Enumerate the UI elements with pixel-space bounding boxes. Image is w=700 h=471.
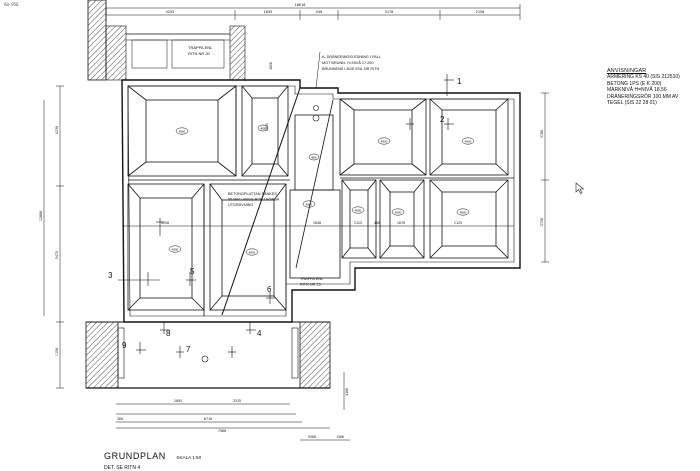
- svg-text:3315: 3315: [233, 399, 241, 403]
- svg-text:4: 4: [257, 329, 262, 338]
- svg-text:4800: 4800: [260, 127, 266, 131]
- pad-tag: 4800: [308, 153, 320, 161]
- pad-tag: 4800: [391, 208, 405, 216]
- title-block: GRUNDPLAN SKALA 1:50 DET. SE RITN 4: [104, 446, 201, 471]
- svg-text:1100: 1100: [345, 388, 349, 396]
- mouse-cursor-icon: [575, 182, 585, 194]
- svg-text:3: 3: [108, 271, 113, 280]
- svg-text:6710: 6710: [204, 417, 212, 421]
- svg-text:540: 540: [316, 10, 323, 14]
- svg-text:3250: 3250: [161, 221, 169, 225]
- drawing-title: GRUNDPLAN: [104, 451, 166, 461]
- svg-text:4800: 4800: [179, 130, 186, 134]
- svg-text:4800: 4800: [395, 211, 402, 215]
- svg-text:300: 300: [117, 417, 123, 421]
- hatched-wall-bottom-left: [85, 321, 125, 389]
- svg-text:16610: 16610: [295, 3, 306, 7]
- svg-text:1500: 1500: [336, 435, 344, 439]
- pad-tag: 4800: [461, 137, 475, 145]
- svg-text:2055: 2055: [174, 399, 182, 403]
- svg-text:1670: 1670: [397, 221, 405, 225]
- note-line: BETONG 1PS (E K 200): [607, 80, 662, 87]
- svg-text:2: 2: [440, 115, 445, 124]
- pad-tag: 4800: [351, 206, 365, 214]
- drawing-code: A0-956: [4, 2, 19, 7]
- callout-stair-upper: TRAPPA ENL RITN NR 20: [188, 45, 213, 56]
- svg-text:4800: 4800: [465, 140, 472, 144]
- svg-text:4800: 4800: [311, 156, 317, 160]
- svg-text:4800: 4800: [306, 203, 313, 207]
- note-line: ARMERING KS 40 (SIS 212510): [607, 74, 680, 81]
- svg-text:1020: 1020: [269, 62, 273, 70]
- section-marker-labels: 1 2 3 4 5 6 7 8 9: [108, 77, 462, 354]
- svg-text:2750: 2750: [540, 218, 544, 226]
- svg-text:1655: 1655: [264, 10, 273, 14]
- svg-text:8: 8: [166, 329, 171, 338]
- svg-text:A. DRÄNERINGSLEDNING I FALL: A. DRÄNERINGSLEDNING I FALL: [322, 55, 381, 59]
- pad-tag: 4800: [377, 137, 391, 145]
- svg-text:4800: 4800: [172, 248, 179, 252]
- svg-text:4800: 4800: [355, 209, 362, 213]
- pad-tag: 4800: [168, 245, 182, 253]
- svg-text:4230: 4230: [55, 126, 59, 134]
- pad-tag: 4800: [175, 127, 189, 135]
- svg-text:3170: 3170: [385, 10, 394, 14]
- drain-pipe-line: [221, 87, 334, 316]
- detail-reference: DET. SE RITN 4: [104, 465, 141, 471]
- svg-text:TRAPPA ENL: TRAPPA ENL: [300, 277, 323, 281]
- svg-text:4800: 4800: [460, 211, 467, 215]
- svg-text:4800: 4800: [381, 140, 388, 144]
- svg-text:BETONGPLATTAN SÄNKES: BETONGPLATTAN SÄNKES: [228, 192, 277, 196]
- pad-tag: 4800: [245, 248, 259, 256]
- svg-text:TRAPPA ENL: TRAPPA ENL: [188, 45, 213, 50]
- svg-text:MOT BRUNN. H=NIVÅ 17.200: MOT BRUNN. H=NIVÅ 17.200: [322, 60, 374, 65]
- notes-block: ANVISNINGAR ARMERING KS 40 (SIS 212510) …: [607, 68, 699, 106]
- note-line: MARKNIVÅ H=NIVÅ 18.56: [607, 87, 667, 94]
- notes-heading: ANVISNINGAR: [607, 68, 647, 74]
- svg-text:7: 7: [186, 345, 191, 354]
- svg-text:RITN NR 20: RITN NR 20: [188, 51, 211, 56]
- dimension-texts: 16610 4255 1655 540 3170 2150 3250 1640 …: [39, 3, 544, 439]
- svg-text:400: 400: [374, 221, 380, 225]
- svg-text:2125: 2125: [454, 221, 462, 225]
- svg-text:3760: 3760: [540, 130, 544, 138]
- section-markers: [118, 74, 454, 363]
- svg-text:4255: 4255: [166, 10, 175, 14]
- svg-text:UTGRÄVNING: UTGRÄVNING: [228, 203, 253, 207]
- svg-text:5: 5: [190, 267, 195, 276]
- hatched-wall-top-left: [87, 0, 246, 81]
- svg-text:5500: 5500: [308, 435, 316, 439]
- pad-tag: 4800: [257, 124, 269, 132]
- footing-pads: [127, 85, 514, 316]
- callout-stair-lower: TRAPPA ENL RITN NR 15: [300, 277, 323, 287]
- callout-slab: BETONGPLATTAN SÄNKES 50 MM LÄNGS RÖR I F…: [228, 192, 280, 207]
- svg-text:12880: 12880: [39, 211, 43, 221]
- svg-text:1125: 1125: [354, 221, 362, 225]
- svg-text:9: 9: [122, 341, 127, 350]
- pad-tag: 4800: [456, 208, 470, 216]
- svg-text:1: 1: [457, 77, 462, 86]
- svg-text:1150: 1150: [55, 348, 59, 356]
- dimension-lines: [43, 4, 549, 441]
- hatched-wall-bottom-right: [291, 321, 331, 389]
- drawing-scale: SKALA 1:50: [176, 455, 202, 460]
- svg-text:RITN NR 15: RITN NR 15: [300, 283, 321, 287]
- pad-tag: 4800: [302, 200, 316, 208]
- note-line: TEGEL (SIS 22 28 01): [607, 100, 657, 107]
- pad-tags: 4800 4800 4800 4800 4800 4800 4800 4800 …: [168, 124, 475, 256]
- svg-text:5475: 5475: [55, 251, 59, 259]
- svg-text:4800: 4800: [249, 251, 256, 255]
- svg-text:2150: 2150: [476, 10, 485, 14]
- svg-text:7560: 7560: [218, 429, 226, 433]
- svg-text:2655: 2655: [265, 123, 269, 131]
- svg-text:6: 6: [267, 285, 272, 294]
- callout-drain: A. DRÄNERINGSLEDNING I FALL MOT BRUNN. H…: [315, 51, 381, 89]
- svg-text:BRUNNENS LÄGE ENL NR RITN: BRUNNENS LÄGE ENL NR RITN: [322, 67, 380, 71]
- svg-text:1640: 1640: [313, 221, 321, 225]
- note-line: DRÄNERINGSRÖR 100 MM AV: [607, 93, 679, 100]
- svg-text:50 MM LÄNGS RÖR I FÖRSÄ: 50 MM LÄNGS RÖR I FÖRSÄ: [228, 198, 280, 202]
